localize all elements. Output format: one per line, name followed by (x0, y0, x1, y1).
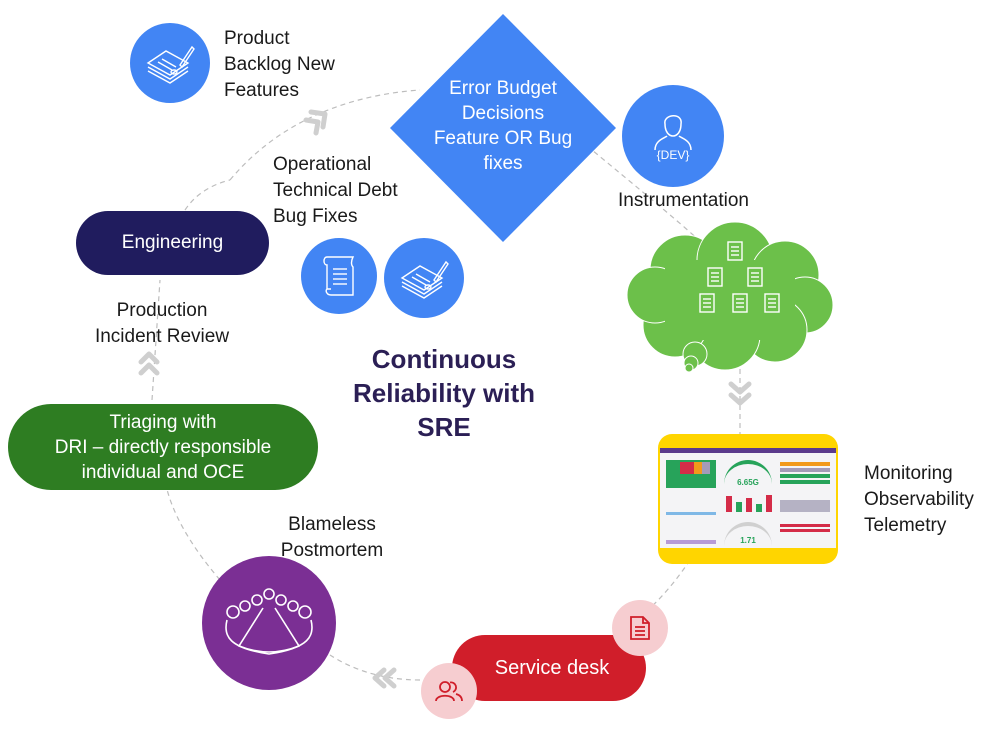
gauge-2-value: 1.71 (724, 522, 772, 548)
operational-debt-label: Operational Technical Debt Bug Fixes (273, 154, 398, 227)
triaging-line-1: Triaging with (109, 411, 217, 433)
documents-hierarchy-icon (699, 241, 780, 313)
chevron-left-icon (372, 667, 397, 689)
error-budget-label: Error Budget Decisions Feature OR Bug fi… (433, 78, 573, 174)
triaging-line-3: individual and OCE (81, 461, 245, 483)
chevron-down-icon (728, 381, 752, 406)
product-backlog-label: Product Backlog New Features (224, 28, 335, 101)
monitoring-dashboard-frame: 6.65G 1.71 (658, 434, 838, 564)
chevron-right-up-icon (303, 109, 328, 136)
developer-circle: {DEV} (622, 85, 724, 187)
monitoring-label: Monitoring Observability Telemetry (864, 463, 974, 536)
instrumentation-cloud (626, 221, 834, 373)
signed-document-circle (384, 238, 464, 318)
product-backlog-icon-circle (130, 23, 210, 103)
production-incident-review-label: Production Incident Review (94, 300, 230, 347)
document-sign-icon (400, 260, 449, 299)
developer-icon (654, 115, 692, 150)
scroll-circle (301, 238, 377, 314)
service-desk-document-circle (612, 600, 668, 656)
service-desk-label: Service desk (494, 656, 610, 679)
postmortem-circle (202, 556, 336, 690)
service-desk-pill: Service desk (452, 635, 646, 701)
document-icon (630, 616, 650, 640)
blameless-postmortem-label: Blameless Postmortem (280, 514, 384, 561)
instrumentation-label: Instrumentation (618, 190, 749, 211)
diagram-title: Continuous Reliability with SRE (352, 344, 536, 442)
triaging-line-2: DRI – directly responsible (54, 436, 272, 458)
error-budget-decision: Error Budget Decisions Feature OR Bug fi… (388, 12, 618, 242)
dashboard-screen: 6.65G 1.71 (660, 448, 836, 548)
dev-badge: {DEV} (656, 148, 690, 162)
chevron-up-icon (138, 351, 160, 376)
engineering-label: Engineering (121, 232, 224, 253)
engineering-pill: Engineering (76, 211, 269, 275)
triaging-pill: Triaging with DRI – directly responsible… (8, 404, 318, 490)
document-sign-icon (146, 45, 195, 84)
gauge-1-value: 6.65G (724, 460, 772, 494)
service-desk-users-circle (421, 663, 477, 719)
diamond-shape (390, 14, 616, 242)
users-icon (435, 681, 463, 702)
scroll-icon (323, 256, 355, 296)
meeting-table-icon (225, 588, 313, 655)
